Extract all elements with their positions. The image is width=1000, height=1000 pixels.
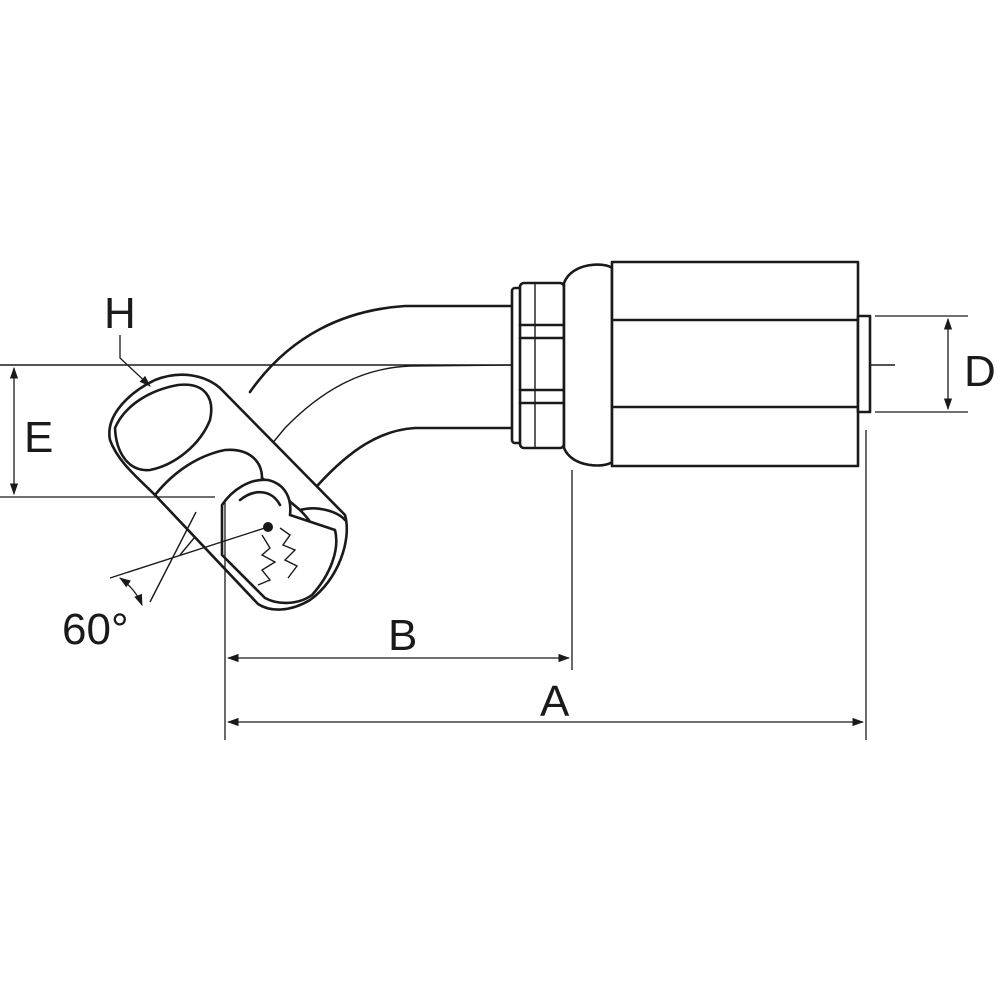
label-d: D [964, 347, 996, 396]
angle-marker [119, 511, 197, 607]
hose-socket [610, 260, 872, 468]
label-h: H [104, 289, 136, 338]
label-angle: 60° [62, 605, 129, 654]
label-e: E [24, 413, 53, 462]
ferrule-collar [510, 263, 614, 467]
bent-tube [179, 304, 514, 556]
leader-h [119, 335, 151, 387]
label-b: B [388, 611, 417, 660]
dimension-d [875, 315, 968, 413]
label-a: A [540, 677, 570, 726]
dimension-a [224, 430, 867, 740]
dimension-b [226, 470, 573, 670]
swivel-nut [108, 373, 349, 611]
dimension-e [0, 366, 215, 498]
